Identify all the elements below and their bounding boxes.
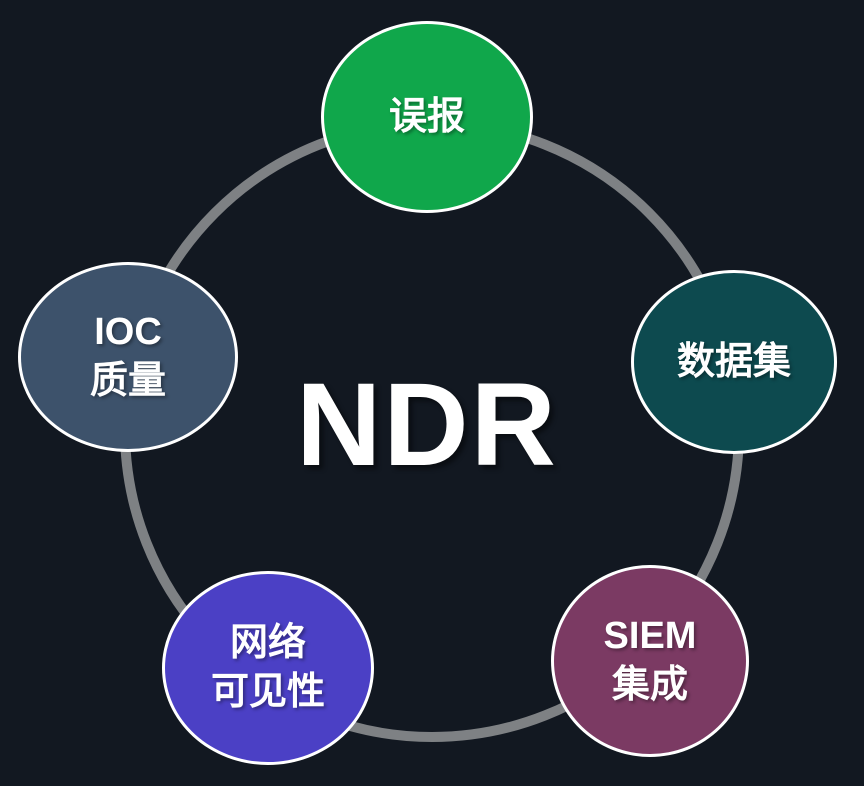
- node-siem-integration-label: SIEM 集成: [604, 612, 697, 709]
- node-network-visibility[interactable]: 网络 可见性: [162, 571, 374, 765]
- node-datasets[interactable]: 数据集: [631, 270, 837, 454]
- node-label-line: 数据集: [676, 340, 791, 383]
- node-label-line: 质量: [89, 360, 166, 402]
- node-label-line: 误报: [388, 95, 465, 138]
- node-label-line: 集成: [611, 664, 688, 706]
- node-label-line: 可见性: [210, 671, 325, 713]
- node-false-positives[interactable]: 误报: [321, 21, 533, 213]
- node-label-line: IOC: [94, 311, 162, 354]
- node-false-positives-label: 误报: [389, 93, 465, 142]
- node-datasets-label: 数据集: [677, 338, 791, 387]
- center-title: NDR: [296, 359, 558, 491]
- node-ioc-quality-label: IOC 质量: [90, 308, 166, 405]
- node-ioc-quality[interactable]: IOC 质量: [18, 262, 238, 452]
- node-label-line: SIEM: [603, 615, 697, 658]
- node-network-visibility-label: 网络 可见性: [211, 619, 325, 716]
- node-siem-integration[interactable]: SIEM 集成: [551, 565, 749, 757]
- node-label-line: 网络: [229, 622, 306, 665]
